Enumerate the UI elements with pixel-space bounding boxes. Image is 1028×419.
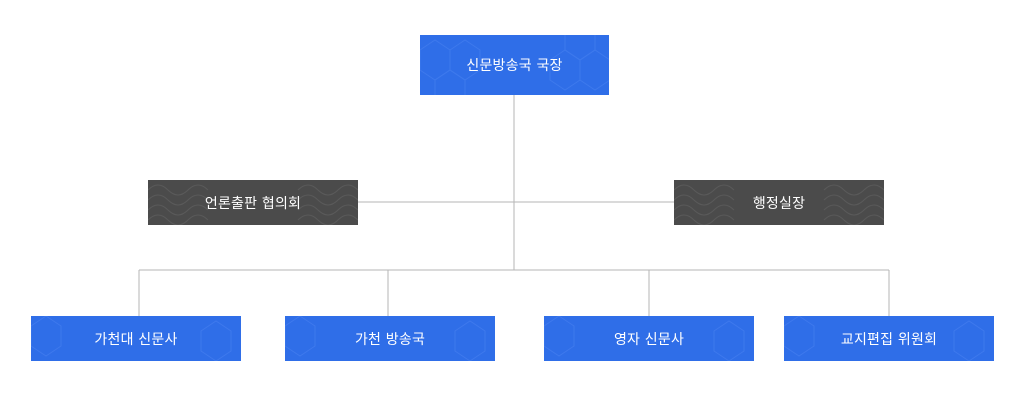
child-node-label: 영자 신문사 [613,331,685,348]
child-node-label: 가천대 신문사 [94,331,178,348]
hexagon-pattern [31,316,232,361]
child-node-label: 교지편집 위원회 [840,331,938,348]
hexagon-pattern [784,316,985,361]
wave-pattern [148,184,358,225]
hexagon-pattern [544,316,745,361]
child-node-magazine-committee: 교지편집 위원회 [784,316,994,361]
hexagon-pattern [285,316,486,361]
side-node-left-label: 언론출판 협의회 [204,195,302,212]
side-node-admin-manager: 행정실장 [674,180,884,225]
child-node-label: 가천 방송국 [354,331,426,348]
hexagon-pattern [420,35,609,95]
wave-pattern [674,184,884,225]
root-node-director: 신문방송국 국장 [420,35,609,95]
side-node-press-council: 언론출판 협의회 [148,180,358,225]
child-node-newspaper: 가천대 신문사 [31,316,241,361]
child-node-english-newspaper: 영자 신문사 [544,316,754,361]
root-node-label: 신문방송국 국장 [466,58,563,74]
child-node-broadcasting: 가천 방송국 [285,316,495,361]
side-node-right-label: 행정실장 [752,195,806,212]
